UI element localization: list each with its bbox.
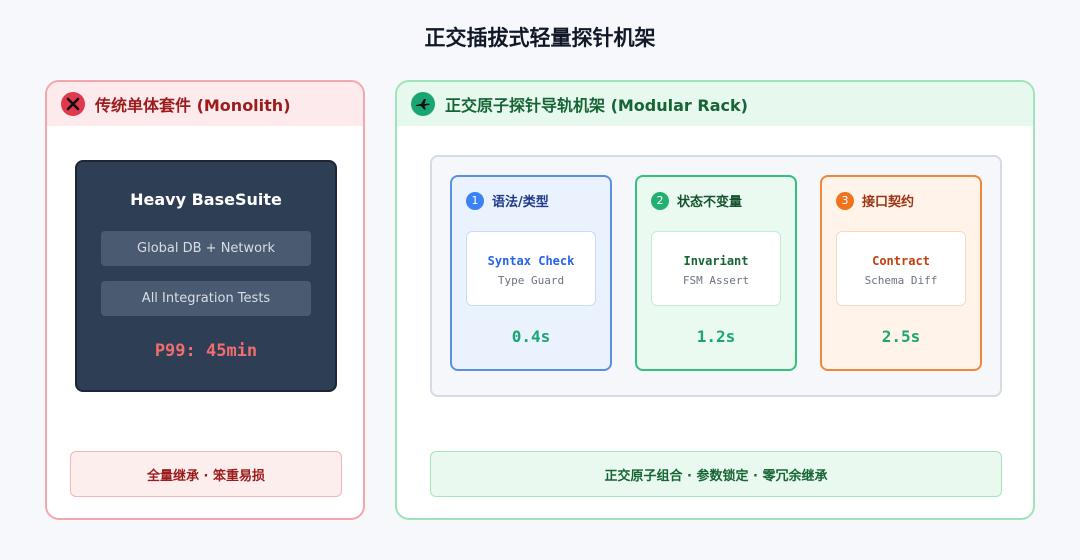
module-time: 0.4s bbox=[511, 327, 551, 346]
module-label: 语法/类型 bbox=[492, 195, 549, 210]
page-title: 正交插拔式轻量探针机架 bbox=[424, 26, 656, 50]
monolith-footer: 全量继承 · 笨重易损 bbox=[70, 451, 342, 497]
suite-row-db-network: Global DB + Network bbox=[101, 231, 311, 266]
airplane-icon bbox=[411, 92, 435, 116]
number-badge: 1 bbox=[466, 191, 484, 210]
number-badge: 3 bbox=[836, 191, 854, 210]
monolith-panel-title: 传统单体套件 (Monolith) bbox=[95, 96, 291, 115]
module-label: 接口契约 bbox=[862, 195, 915, 210]
base-suite-box: Heavy BaseSuite Global DB + Network All … bbox=[75, 160, 337, 392]
module-card: Syntax Check Type Guard bbox=[466, 231, 596, 306]
close-icon bbox=[61, 92, 85, 116]
card-subtitle: Type Guard bbox=[497, 274, 565, 287]
module-invariant: 2 状态不变量 Invariant FSM Assert 1.2s bbox=[635, 175, 797, 371]
module-header: 1 语法/类型 bbox=[466, 191, 549, 210]
card-title: Contract bbox=[872, 254, 930, 268]
module-header: 2 状态不变量 bbox=[651, 191, 742, 210]
card-subtitle: FSM Assert bbox=[682, 274, 750, 287]
suite-row-integration-tests: All Integration Tests bbox=[101, 281, 311, 316]
suite-p99-latency: P99: 45min bbox=[154, 341, 258, 361]
suite-title: Heavy BaseSuite bbox=[130, 190, 282, 209]
module-contract: 3 接口契约 Contract Schema Diff 2.5s bbox=[820, 175, 982, 371]
module-header: 3 接口契约 bbox=[836, 191, 914, 210]
number-badge: 2 bbox=[651, 191, 669, 210]
module-label: 状态不变量 bbox=[677, 195, 743, 210]
module-syntax: 1 语法/类型 Syntax Check Type Guard 0.4s bbox=[450, 175, 612, 371]
monolith-panel: 传统单体套件 (Monolith) Heavy BaseSuite Global… bbox=[45, 80, 365, 520]
card-title: Invariant bbox=[683, 254, 749, 268]
monolith-panel-header: 传统单体套件 (Monolith) bbox=[47, 82, 363, 126]
card-title: Syntax Check bbox=[487, 254, 575, 268]
modular-rack-panel: 正交原子探针导轨机架 (Modular Rack) 1 语法/类型 Syntax… bbox=[395, 80, 1035, 520]
module-time: 1.2s bbox=[696, 327, 736, 346]
card-subtitle: Schema Diff bbox=[864, 274, 938, 287]
module-time: 2.5s bbox=[881, 327, 921, 346]
module-card: Contract Schema Diff bbox=[836, 231, 966, 306]
rack-panel-header: 正交原子探针导轨机架 (Modular Rack) bbox=[397, 82, 1033, 126]
module-card: Invariant FSM Assert bbox=[651, 231, 781, 306]
rack-panel-title: 正交原子探针导轨机架 (Modular Rack) bbox=[445, 96, 748, 115]
rack-footer: 正交原子组合 · 参数锁定 · 零冗余继承 bbox=[430, 451, 1002, 497]
probe-rack: 1 语法/类型 Syntax Check Type Guard 0.4s 2 状… bbox=[430, 155, 1002, 397]
